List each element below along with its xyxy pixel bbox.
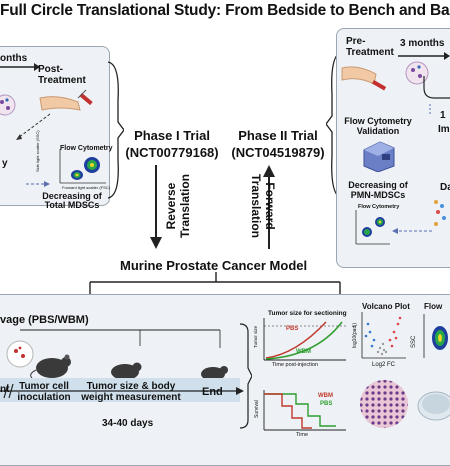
left-panel: [0, 46, 110, 206]
left-bracket: [107, 61, 124, 199]
post-treatment-label: Post- Treatment: [38, 64, 86, 86]
petri-dish-icon: [417, 391, 450, 421]
phase2-title: Phase II Trial: [238, 128, 318, 143]
decreasing-pmn-mdscs-label: Decreasing of PMN-MDSCs: [348, 180, 408, 200]
left-dashed-arrows: [16, 113, 51, 187]
volcano-plot: [361, 312, 406, 359]
forward-translation-arrow: [263, 165, 275, 249]
volcano-xlabel: Log2 FC: [372, 362, 396, 368]
bottom-flow-title: Flow: [424, 302, 443, 311]
flow-cytometry-validation-label: Flow Cytometry Validation: [344, 116, 412, 136]
right-dashed-return-arrow: [392, 228, 432, 234]
days-label: 34-40 days: [102, 418, 154, 429]
tumor-plot-ylabel: Tumor size: [253, 325, 258, 348]
tube-icon: [6, 340, 34, 368]
tumor-plot-pbs-label: PBS: [286, 326, 299, 332]
tumor-plot-xlabel: Time post-injection: [272, 362, 318, 368]
right-flow-plot: [355, 210, 390, 245]
right-months-label: 3 months: [400, 38, 445, 49]
decreasing-total-mdscs-label: Decreasing of Total MDSCs: [42, 191, 102, 210]
phase2-id: (NCT04519879): [231, 145, 325, 160]
tumor-size-measurement-label: Tumor size & body weight measurement: [81, 381, 181, 403]
mouse-icon-3: [201, 366, 228, 381]
left-y-label: y: [2, 158, 8, 169]
volcano-ylabel: log10(padj): [352, 322, 358, 348]
pre-treatment-label: Pre- Treatment: [346, 36, 394, 58]
cytometer-icon: [363, 141, 395, 172]
figure-title: Full Circle Translational Study: From Be…: [0, 2, 450, 19]
left-axis-x-label: Forward light scatter (FSC): [62, 185, 111, 190]
right-top-arrow: [398, 52, 450, 60]
right-flow-cytometry-small-label: Flow Cytometry: [358, 204, 400, 210]
right-connector-arrows: [423, 76, 450, 114]
right-bracket: [326, 51, 343, 199]
gavage-label: vage (PBS/WBM): [0, 314, 89, 326]
mouse-icon-2: [111, 362, 142, 380]
reverse-translation-label: Reverse Translation: [164, 174, 192, 239]
reverse-translation-arrow: [150, 165, 162, 249]
phase1-title: Phase I Trial: [134, 128, 210, 143]
tumor-size-plot: [263, 318, 346, 361]
survival-ylabel: Survival: [254, 400, 260, 418]
tumor-plot-title: Tumor size for sectioning: [268, 310, 347, 317]
murine-connector: [89, 272, 341, 294]
survival-pbs-label: PBS: [320, 401, 333, 407]
histology-image: [360, 380, 408, 428]
volcano-title: Volcano Plot: [362, 302, 410, 311]
forward-translation-label: Forward Translation: [249, 173, 277, 238]
timeline-arrow: [0, 383, 244, 399]
tumor-cell-inoculation-label: Tumor cell inoculation: [17, 381, 71, 403]
survival-plot: [263, 390, 346, 431]
mouse-icon-1: [30, 354, 71, 379]
end-label: End: [202, 386, 223, 398]
left-top-arrow: [0, 63, 40, 71]
ssc-label: SSC: [411, 335, 417, 348]
survival-wbm-label: WBM: [318, 393, 333, 399]
bottom-bracket: [239, 323, 252, 429]
left-flow-plot: [59, 149, 106, 184]
syringe-lines: [20, 329, 221, 348]
murine-model-label: Murine Prostate Cancer Model: [120, 258, 308, 273]
right-cut-label-2: Im: [438, 124, 450, 135]
left-flow-cytometry-label: Flow Cytometry: [60, 145, 113, 152]
phase1-id: (NCT00779168): [125, 145, 219, 160]
timeline-banner: [0, 378, 240, 402]
right-scatter-icon: [434, 200, 446, 226]
right-cut-label-1: 1: [440, 110, 446, 121]
right-arm-icon: [341, 66, 387, 91]
left-months-label: onths: [0, 53, 28, 64]
tumor-plot-wbm-label: WBM: [296, 349, 311, 355]
nt-label: nt: [0, 384, 10, 395]
bottom-flow-plot: [423, 314, 448, 358]
left-blood-cells-icon: [0, 94, 16, 116]
arm-injection-icon: [39, 89, 93, 111]
left-axis-y-label: Side light scatter (SSC): [35, 130, 40, 172]
right-cut-label-3: Da: [440, 182, 450, 193]
right-blood-cells-icon: [405, 61, 429, 85]
survival-xlabel: Time: [296, 432, 309, 438]
